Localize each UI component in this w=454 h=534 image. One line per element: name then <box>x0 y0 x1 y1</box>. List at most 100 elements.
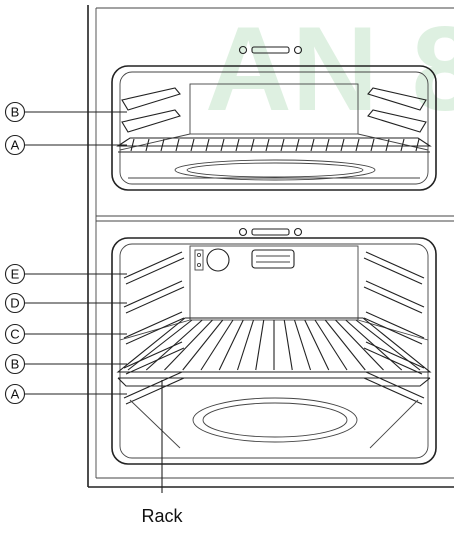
lower-left-guide <box>123 280 183 308</box>
upper-rack-wire <box>250 138 255 152</box>
lower-position-a-letter: A <box>11 387 20 402</box>
lower-position-c-badge <box>4 323 26 345</box>
upper-oven-cavity <box>111 65 437 191</box>
lower-right-guide <box>365 280 425 308</box>
lower-rack-wire <box>182 319 224 371</box>
rack-callout: Rack <box>141 380 184 526</box>
lower-position-b-badge <box>4 353 26 375</box>
lower-oven-back-wall <box>189 245 359 321</box>
lower-position-a-badge <box>4 383 26 405</box>
lower-position-b-letter: B <box>11 357 20 372</box>
lower-left-guide <box>123 371 183 399</box>
upper-position-a: A <box>4 134 127 156</box>
lower-oven-rack <box>116 317 432 387</box>
upper-oven-back-wall <box>189 83 359 135</box>
lower-right-guide <box>363 317 423 345</box>
lower-oven-fan-grille <box>251 249 295 269</box>
lower-rack-wire <box>314 319 348 371</box>
lower-rack-wire <box>236 319 255 371</box>
lower-oven-cavity <box>111 237 437 465</box>
lower-left-guide <box>123 311 183 339</box>
upper-rack-wire <box>415 138 420 152</box>
lower-position-c: C <box>4 323 127 345</box>
upper-position-b-badge <box>4 101 26 123</box>
lower-rack-wire <box>335 319 384 371</box>
lower-rack-wire <box>283 319 293 371</box>
upper-rack-wire <box>205 138 210 152</box>
upper-oven-bake-element <box>174 159 376 181</box>
lower-position-e: E <box>4 263 127 285</box>
lower-oven-vent <box>238 227 303 237</box>
watermark: AN 800- <box>205 2 454 136</box>
lower-left-guide <box>125 317 185 345</box>
upper-position-b: B <box>4 101 127 123</box>
upper-position-a-letter: A <box>11 138 20 153</box>
lower-position-c-letter: C <box>10 327 19 342</box>
lower-rack-wire <box>255 319 265 371</box>
upper-rack-wire <box>265 138 270 152</box>
upper-rack-wire <box>325 138 330 152</box>
lower-rack-wire <box>145 319 203 371</box>
lower-oven-bake-element <box>129 397 419 449</box>
lower-rack-guides-right <box>363 251 425 405</box>
lower-position-a: A <box>4 383 127 405</box>
upper-oven <box>111 45 437 191</box>
upper-rack-wire <box>370 138 375 152</box>
lower-right-guide <box>365 371 425 399</box>
lower-position-e-badge <box>4 263 26 285</box>
upper-rack-wire <box>130 138 135 152</box>
lower-rack-guides-left <box>123 251 185 405</box>
lower-position-d-badge <box>4 292 26 314</box>
upper-rack-wire <box>220 138 225 152</box>
upper-rack-wire <box>355 138 360 152</box>
lower-position-e-letter: E <box>11 267 20 282</box>
upper-rack-wire <box>175 138 180 152</box>
upper-rack-guides-left <box>121 87 181 133</box>
lower-rack-wire <box>293 319 312 371</box>
upper-rack-guides-right <box>367 87 427 133</box>
lower-position-d-letter: D <box>10 296 19 311</box>
upper-rack-wire <box>385 138 390 152</box>
lower-rack-wire <box>218 319 244 371</box>
rack-callout-label: Rack <box>141 506 183 526</box>
lower-right-guide <box>363 257 423 285</box>
lower-position-d: D <box>4 292 127 314</box>
lower-rack-wire <box>164 319 213 371</box>
lower-rack-wire <box>355 319 421 371</box>
lower-left-guide <box>125 286 185 314</box>
upper-rack-wire <box>235 138 240 152</box>
lower-oven-position-labels: E D C B A <box>4 263 127 405</box>
lower-right-guide <box>365 311 425 339</box>
upper-rack-wire <box>340 138 345 152</box>
watermark-text: AN 800- <box>205 2 454 136</box>
lower-rack-wire <box>345 319 403 371</box>
lower-position-b: B <box>4 353 127 375</box>
lower-rack-wire <box>200 319 234 371</box>
upper-rack-wire <box>400 138 405 152</box>
lower-rack-wire <box>304 319 330 371</box>
upper-rack-wire <box>145 138 150 152</box>
lower-right-guide <box>363 347 423 375</box>
upper-oven-rack <box>116 137 432 153</box>
upper-rack-wire <box>295 138 300 152</box>
lower-left-guide <box>125 257 185 285</box>
lower-right-guide <box>363 377 423 405</box>
lower-rack-wire <box>127 319 193 371</box>
lower-oven <box>111 227 437 465</box>
upper-oven-position-labels: B A <box>4 101 127 156</box>
cabinet-outline <box>87 5 454 488</box>
upper-position-a-badge <box>4 134 26 156</box>
lower-left-guide <box>125 347 185 375</box>
upper-position-b-letter: B <box>11 105 20 120</box>
lower-right-guide <box>365 251 425 279</box>
lower-rack-wire <box>324 319 366 371</box>
upper-rack-wire <box>190 138 195 152</box>
lower-left-guide <box>125 377 185 405</box>
lower-oven-light <box>194 248 230 272</box>
upper-rack-wire <box>310 138 315 152</box>
lower-left-guide <box>123 251 183 279</box>
upper-oven-vent <box>238 45 303 55</box>
lower-right-guide <box>363 286 423 314</box>
